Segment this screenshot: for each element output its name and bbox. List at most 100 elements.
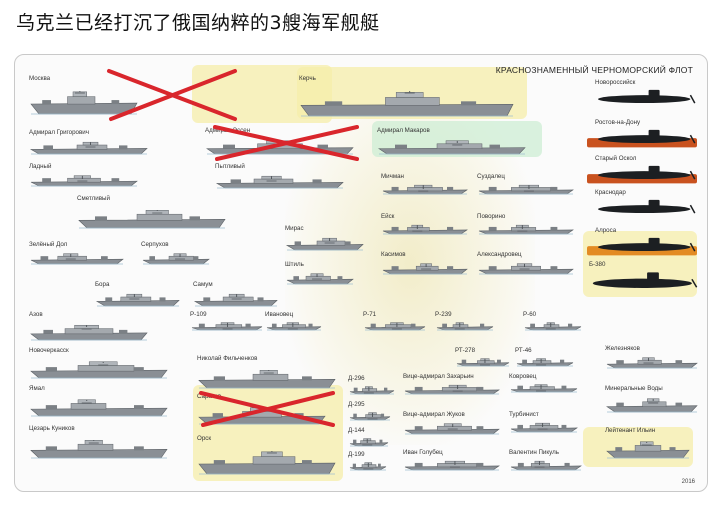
ship-silhouette (299, 83, 515, 119)
submarine-label: Ростов-на-Дону (595, 119, 641, 126)
ship-label: Ейск (381, 213, 395, 220)
ship-silhouette (509, 381, 579, 395)
ship-label: Железняков (605, 345, 640, 352)
ship-label: Адмирал Григорович (29, 129, 89, 136)
ship-silhouette (29, 393, 169, 419)
ship-label: Серпухов (141, 241, 169, 248)
ship-silhouette (29, 249, 125, 267)
submarine-label: Краснодар (595, 189, 626, 196)
ship-silhouette (477, 181, 575, 197)
ship-label: РТ-278 (455, 347, 476, 354)
ship-silhouette (197, 401, 327, 427)
ship-label: Самум (193, 281, 213, 288)
submarine-label: Алроса (595, 227, 617, 234)
ship-silhouette (29, 137, 149, 157)
ship-label: Николай Фильченков (197, 355, 258, 362)
ship-label: Александровец (477, 251, 522, 258)
ship-silhouette (215, 171, 345, 191)
ship-label: Вице-адмирал Захарьин (403, 373, 474, 380)
ship-silhouette (509, 457, 583, 473)
ship-label: Цезарь Куников (29, 425, 75, 432)
ship-silhouette (381, 181, 469, 197)
ship-silhouette (509, 419, 579, 435)
headline: 乌克兰已经打沉了俄国纳粹的3艘海军舰艇 (16, 12, 380, 34)
ship-silhouette (197, 363, 337, 391)
ship-label: Ковровец (509, 373, 537, 380)
ship-silhouette (95, 289, 181, 309)
ship-label: Саратов (197, 393, 222, 400)
ship-label: Д-295 (348, 401, 365, 408)
ship-silhouette (403, 381, 501, 397)
ship-label: Орск (197, 435, 212, 442)
ship-silhouette (363, 319, 427, 333)
ship-label: Р-71 (363, 311, 377, 318)
ship-label: Д-144 (348, 427, 365, 434)
ship-label: Штиль (285, 261, 304, 268)
ship-label: Турбинист (509, 411, 539, 418)
ship-silhouette (197, 443, 337, 477)
ship-label: Р-109 (190, 311, 207, 318)
ship-silhouette (435, 319, 495, 333)
ship-label: Р-60 (523, 311, 537, 318)
submarine-silhouette (587, 197, 697, 223)
ship-label: Д-296 (348, 375, 365, 382)
ship-label: Иван Голубец (403, 449, 443, 456)
ship-silhouette (477, 221, 575, 237)
submarine-silhouette (587, 163, 697, 189)
ship-silhouette (381, 221, 469, 237)
ship-silhouette (477, 259, 575, 277)
ship-label: Ладный (29, 163, 52, 170)
ship-label: РТ-46 (515, 347, 532, 354)
ship-label: Касимов (381, 251, 406, 258)
ship-silhouette (605, 353, 699, 371)
ship-silhouette (348, 459, 388, 473)
ship-label: Ямал (29, 385, 45, 392)
ship-silhouette (265, 319, 323, 333)
submarine-silhouette (581, 269, 699, 299)
ship-silhouette (455, 355, 511, 369)
ship-silhouette (141, 249, 211, 267)
ship-silhouette (403, 457, 501, 473)
ship-label: Валентин Пикуль (509, 449, 559, 456)
ship-silhouette (285, 233, 365, 253)
ship-label: Азов (29, 311, 43, 318)
ship-silhouette (29, 171, 139, 189)
ship-label: Суздалец (477, 173, 505, 180)
ship-silhouette (377, 135, 527, 157)
ship-silhouette (29, 433, 169, 461)
submarine-silhouette (587, 87, 697, 113)
ship-label: Зелёный Дол (29, 241, 68, 248)
ship-silhouette (77, 203, 227, 231)
ship-silhouette (348, 383, 396, 397)
ship-label: Ивановец (265, 311, 294, 318)
ship-label: Мирас (285, 225, 304, 232)
ship-silhouette (193, 289, 279, 309)
ship-silhouette (205, 135, 355, 157)
ship-label: Керчь (299, 75, 316, 82)
ship-label: Адмирал Эссен (205, 127, 251, 134)
ship-label: Мичман (381, 173, 404, 180)
submarine-silhouette (587, 127, 697, 153)
ship-silhouette (348, 435, 390, 449)
submarine-label: Б-380 (589, 261, 606, 268)
ship-silhouette (381, 259, 469, 277)
submarine-label: Новороссийск (595, 79, 636, 86)
ship-label: Адмирал Макаров (377, 127, 430, 134)
ship-label: Пытливый (215, 163, 245, 170)
ship-label: Поворино (477, 213, 506, 220)
submarine-label: Старый Оскол (595, 155, 637, 162)
ship-silhouette (29, 319, 149, 343)
ship-silhouette (605, 393, 699, 415)
poster-title: КРАСНОЗНАМЕННЫЙ ЧЕРНОМОРСКИЙ ФЛОТ (495, 65, 693, 75)
ship-silhouette (403, 419, 501, 437)
ship-label: Москва (29, 75, 51, 82)
ship-silhouette (605, 435, 691, 461)
fleet-poster: КРАСНОЗНАМЕННЫЙ ЧЕРНОМОРСКИЙ ФЛОТ Москва… (14, 54, 708, 492)
ship-silhouette (29, 83, 139, 117)
ship-label: Д-199 (348, 451, 365, 458)
ship-label: Вице-адмирал Жуков (403, 411, 465, 418)
ship-silhouette (29, 355, 169, 381)
submarine-silhouette (587, 235, 697, 261)
ship-silhouette (523, 319, 583, 333)
ship-label: Р-239 (435, 311, 452, 318)
